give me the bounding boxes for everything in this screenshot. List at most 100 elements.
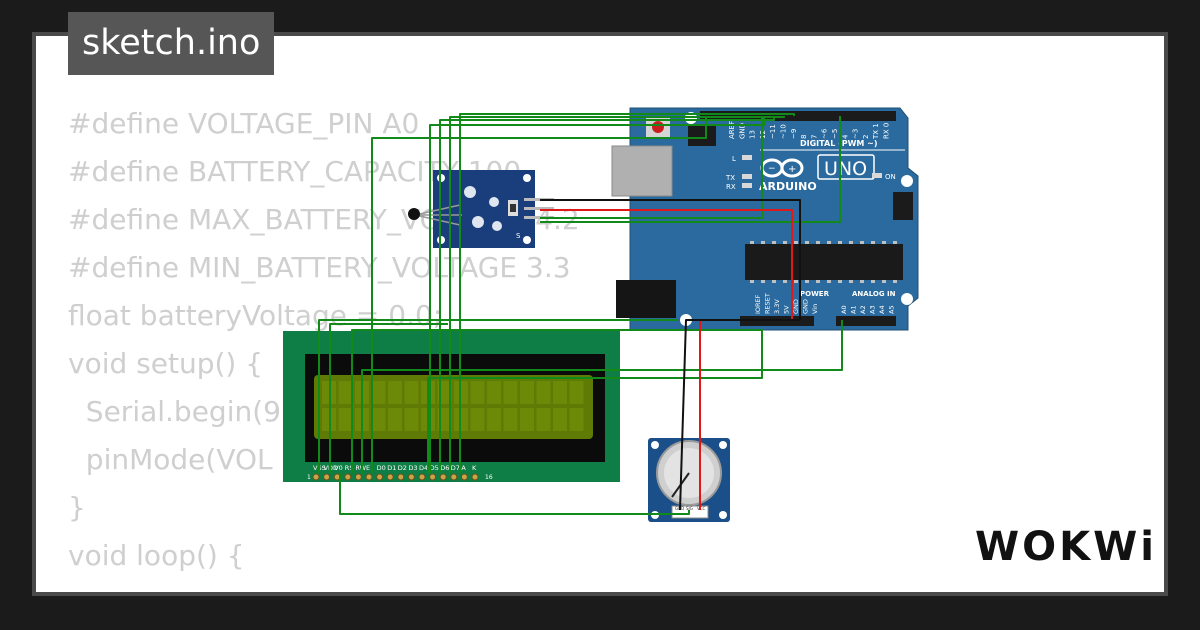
chip-pin — [827, 280, 831, 283]
atmega-chip — [745, 244, 903, 280]
usb-port — [611, 145, 673, 197]
chip-pin — [849, 280, 853, 283]
lcd-cell — [520, 381, 534, 404]
sensor-signal-label: S — [516, 232, 521, 240]
lcd-pin[interactable] — [471, 473, 479, 481]
bottom-pin-label: A2 — [859, 305, 867, 314]
lcd-pin[interactable] — [439, 473, 447, 481]
wire-green — [540, 116, 763, 219]
lcd-pin-start: 1 — [307, 474, 311, 481]
digital-header[interactable] — [700, 111, 896, 121]
chip-pin — [838, 280, 842, 283]
svg-text:RX: RX — [726, 183, 736, 191]
digital-pin-label: 4 — [841, 134, 849, 139]
lcd-pin[interactable] — [460, 473, 468, 481]
code-line: void setup() { — [68, 347, 264, 380]
lcd-pins[interactable] — [312, 473, 479, 481]
lcd-pin[interactable] — [418, 473, 426, 481]
chip-pin — [816, 241, 820, 244]
wire-black — [540, 199, 801, 320]
reset-button-cap[interactable] — [652, 121, 664, 133]
bottom-pin-label: A0 — [840, 305, 848, 314]
lcd-pin[interactable] — [354, 473, 362, 481]
chip-pin — [783, 241, 787, 244]
lcd-cell — [487, 408, 501, 431]
lcd-cell — [503, 408, 518, 431]
arduino-model: UNO — [824, 158, 867, 180]
lcd-pin[interactable] — [407, 473, 415, 481]
code-line: void loop() { — [68, 539, 245, 572]
wire-green — [339, 473, 690, 515]
digital-pin-label: TX 1 — [872, 123, 880, 140]
power-label: POWER — [800, 290, 830, 298]
digital-pin-label: 2 — [862, 135, 870, 139]
code-line: #define VOLTAGE_PIN A0 — [68, 107, 420, 140]
lcd-pin[interactable] — [397, 473, 405, 481]
digital-pin-label: 8 — [800, 135, 808, 139]
mounting-hole — [901, 293, 913, 305]
lcd-cell — [487, 381, 501, 404]
arduino-brand: ARDUINO — [759, 180, 817, 193]
bottom-pin-label: A1 — [850, 305, 858, 314]
lcd-pin-label: D0 — [377, 464, 386, 472]
svg-text:L: L — [732, 155, 736, 163]
lcd-cell — [388, 381, 402, 404]
chip-pins — [750, 241, 897, 283]
bottom-pin-label: GND — [802, 299, 810, 314]
pot-pin-label: VCC — [697, 506, 706, 511]
wire-green — [318, 319, 678, 473]
chip-pin — [827, 241, 831, 244]
analog-header[interactable] — [836, 316, 896, 326]
lcd-pin[interactable] — [323, 473, 331, 481]
chip-pin — [805, 280, 809, 283]
lcd-cell — [553, 381, 567, 404]
lcd-pin-label: V0 — [334, 464, 343, 472]
status-leds: L TX RX ON — [725, 155, 896, 191]
digital-pin-label: ~9 — [790, 129, 798, 139]
lcd-cell — [371, 381, 386, 404]
chip-pin — [761, 241, 765, 244]
chip-pin — [838, 241, 842, 244]
bottom-pin-label: A4 — [878, 305, 886, 314]
wire-red — [540, 209, 793, 320]
lcd-pin[interactable] — [429, 473, 437, 481]
wire-green — [449, 116, 785, 473]
chip-pin — [860, 241, 864, 244]
lcd-pin-label: E — [366, 464, 370, 472]
lcd-pin-label: D1 — [387, 464, 396, 472]
lcd-pin-label: A — [461, 464, 466, 472]
digital-label: DIGITAL (PWM ~) — [800, 139, 878, 148]
lcd-cell — [338, 381, 353, 404]
digital-pin-label: 13 — [749, 130, 757, 139]
lcd-pin[interactable] — [386, 473, 394, 481]
lcd-pin[interactable] — [376, 473, 384, 481]
model-badge — [817, 154, 875, 180]
pot-pin-label: SIG — [686, 506, 693, 511]
lcd-pin[interactable] — [344, 473, 352, 481]
lcd-pin[interactable] — [312, 473, 320, 481]
lcd-pin-end: 16 — [485, 474, 493, 481]
digital-pin-label: ~5 — [831, 129, 839, 139]
chip-pin — [783, 280, 787, 283]
preview-card — [36, 36, 1164, 592]
lcd-pin[interactable] — [450, 473, 458, 481]
bottom-pin-label: GND — [792, 299, 800, 314]
digital-pin-label: ~3 — [852, 129, 860, 139]
lcd-pin-label: D2 — [398, 464, 407, 472]
chip-pin — [893, 241, 897, 244]
lcd-pin[interactable] — [365, 473, 373, 481]
analog-label: ANALOG IN — [852, 290, 896, 298]
chip-pin — [882, 280, 886, 283]
chip-pin — [772, 241, 776, 244]
bottom-pin-label: IOREF — [754, 294, 762, 314]
lcd-cell — [536, 381, 551, 404]
svg-text:ON: ON — [885, 173, 896, 181]
code-line: float batteryVoltage = 0.0; — [68, 299, 443, 332]
chip-pin — [761, 280, 765, 283]
wire-green — [540, 116, 841, 223]
digital-pin-label: ~11 — [769, 124, 777, 139]
